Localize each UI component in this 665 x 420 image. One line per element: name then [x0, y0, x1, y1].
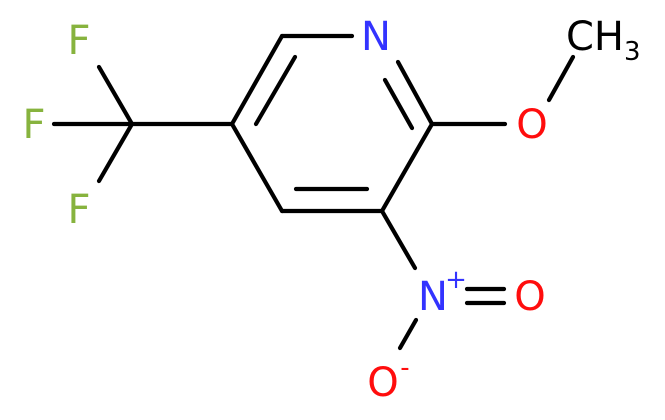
ch3-subscript: 3: [624, 37, 641, 67]
atom-o-nitro-minus: O: [367, 360, 398, 406]
bond-c5-c6-inner: [253, 54, 298, 127]
charge-o-nitro-minus: -: [400, 353, 409, 383]
ch3-main: CH: [566, 14, 624, 60]
atom-f-top: F: [67, 18, 90, 64]
bond-c3-n-nitro: [379, 208, 418, 271]
bond-c2-c3: [379, 121, 435, 214]
bond-n1-c2-inner: [382, 77, 415, 131]
atom-n-nitro: N: [418, 274, 448, 320]
atom-o-methoxy: O: [516, 102, 547, 148]
bond-n1-c2: [395, 59, 435, 127]
bond-n-o-minus: [397, 317, 419, 351]
atom-labels: N O CH3 N + O O - F F F: [22, 14, 640, 406]
substituent-bonds: [51, 54, 576, 351]
bond-c4-c5: [229, 121, 285, 214]
bond-c-f-bottom: [96, 121, 135, 184]
ring-bonds: [229, 33, 435, 214]
atom-n-ring: N: [361, 14, 391, 60]
bond-c5-c6: [229, 33, 285, 127]
atom-ch3: CH3: [566, 14, 641, 67]
atom-f-middle: F: [22, 102, 45, 148]
atom-f-bottom: F: [67, 187, 90, 233]
bond-o-ch3: [546, 54, 576, 103]
bond-c-f-top: [96, 64, 135, 127]
charge-n-nitro: +: [445, 265, 467, 295]
atom-o-nitro-double: O: [514, 274, 545, 320]
